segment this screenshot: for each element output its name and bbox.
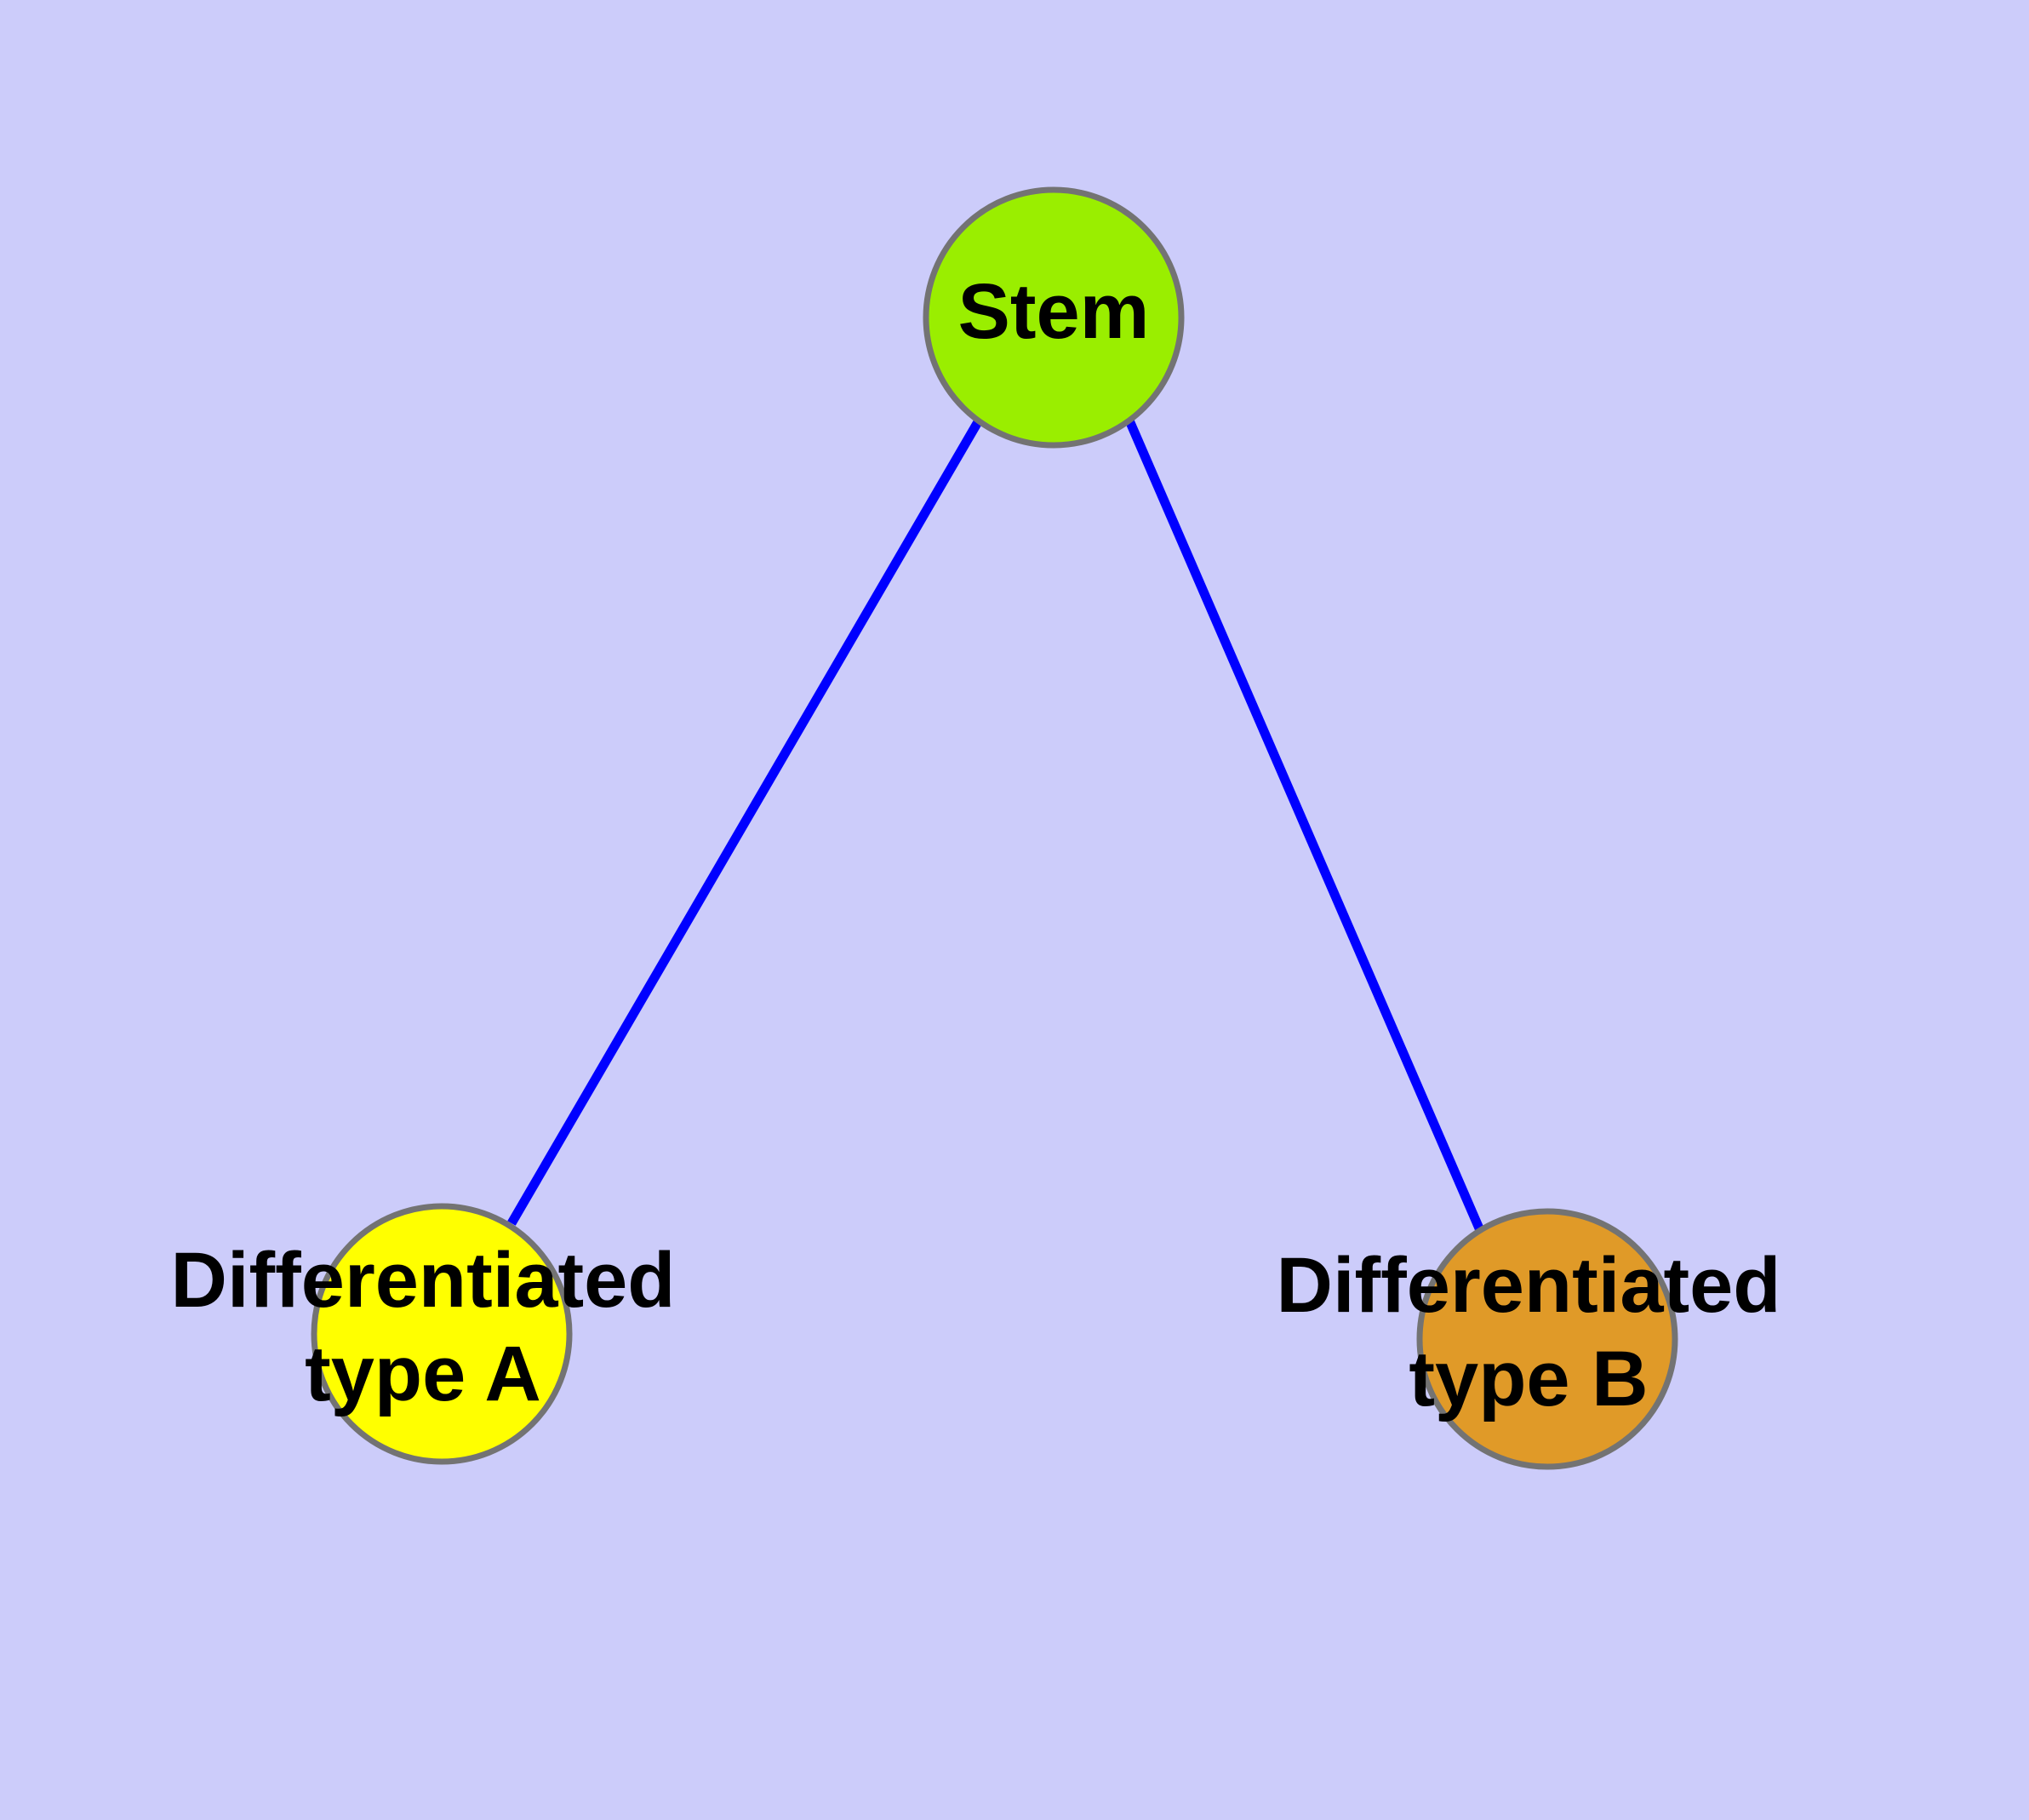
node-label-line: Stem	[958, 268, 1150, 355]
node-label-stem: Stem	[958, 268, 1150, 355]
node-label-line: Differentiated	[171, 1237, 676, 1324]
edges-group	[507, 418, 1484, 1231]
nodes-group	[311, 186, 1678, 1470]
node-differentiated-type-a[interactable]	[311, 1203, 573, 1465]
edge-stem-to-differentiated-type-a[interactable]	[507, 418, 983, 1226]
node-label-line: type A	[305, 1331, 541, 1417]
node-label-line: Differentiated	[1277, 1242, 1781, 1329]
node-stem[interactable]	[923, 186, 1185, 449]
edge-stem-to-differentiated-type-b[interactable]	[1124, 418, 1484, 1231]
node-label-line: type B	[1409, 1336, 1648, 1422]
node-differentiated-type-b[interactable]	[1416, 1208, 1678, 1470]
